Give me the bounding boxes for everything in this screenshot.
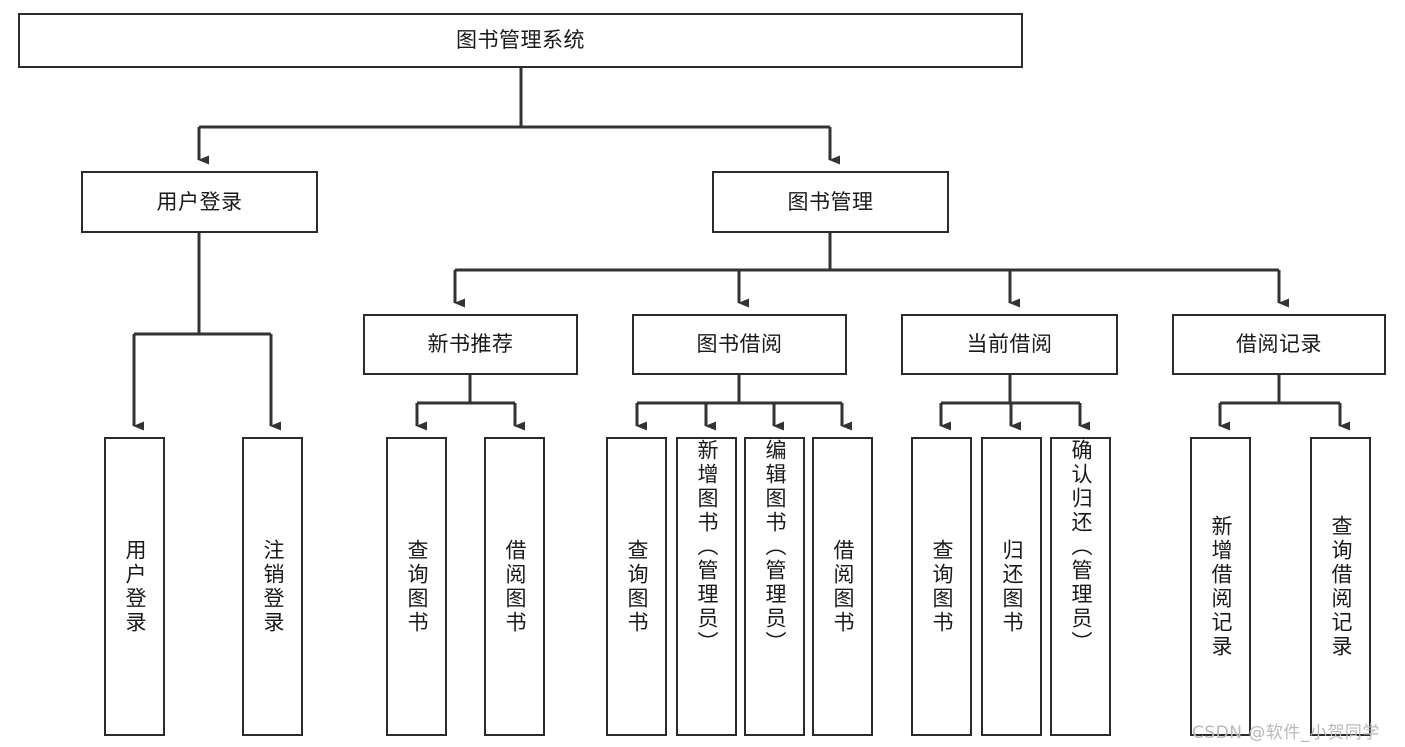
leaf-query-borrow-record-label: 查询借阅记录 [1329,514,1353,659]
node-book-borrow-label: 图书借阅 [696,332,783,357]
leaf-add-borrow-record-label: 新增借阅记录 [1209,514,1233,659]
leaf-return-books[interactable]: 归还图书 [981,437,1042,736]
leaf-query-books-recommend[interactable]: 查询图书 [386,437,447,736]
leaf-borrow-books-label: 借阅图书 [831,538,855,635]
leaf-logout-login-label: 注销登录 [261,538,285,635]
node-borrow-records[interactable]: 借阅记录 [1172,314,1386,375]
node-user-login-label: 用户登录 [156,189,243,214]
node-root-label: 图书管理系统 [456,28,585,53]
leaf-query-books-recommend-label: 查询图书 [405,538,429,635]
leaf-add-borrow-record[interactable]: 新增借阅记录 [1190,437,1251,736]
leaf-edit-book-admin[interactable]: 编辑图书（管理员） [744,437,805,736]
leaf-edit-book-admin-label: 编辑图书（管理员） [763,439,787,655]
csdn-watermark: CSDN @软件_小贺同学 [1192,723,1380,743]
leaf-logout-login[interactable]: 注销登录 [242,437,303,736]
leaf-borrow-books-recommend-label: 借阅图书 [503,538,527,635]
leaf-confirm-return-admin[interactable]: 确认归还（管理员） [1050,437,1111,736]
node-new-book-recommend-label: 新书推荐 [427,332,514,357]
leaf-query-books-label: 查询图书 [625,538,649,635]
node-book-borrow[interactable]: 图书借阅 [632,314,847,375]
leaf-confirm-return-admin-label: 确认归还（管理员） [1069,439,1093,655]
leaf-borrow-books-recommend[interactable]: 借阅图书 [484,437,545,736]
node-book-management[interactable]: 图书管理 [712,171,949,233]
node-current-borrow[interactable]: 当前借阅 [901,314,1118,375]
leaf-add-book-admin-label: 新增图书（管理员） [695,439,719,655]
leaf-query-books-current-label: 查询图书 [930,538,954,635]
leaf-query-books-current[interactable]: 查询图书 [911,437,972,736]
leaf-return-books-label: 归还图书 [1000,538,1024,635]
leaf-user-login-label: 用户登录 [123,538,147,635]
leaf-query-books[interactable]: 查询图书 [606,437,667,736]
node-current-borrow-label: 当前借阅 [966,332,1053,357]
leaf-user-login[interactable]: 用户登录 [104,437,165,736]
leaf-query-borrow-record[interactable]: 查询借阅记录 [1310,437,1371,736]
node-borrow-records-label: 借阅记录 [1236,332,1322,357]
node-root[interactable]: 图书管理系统 [18,13,1023,68]
node-user-login[interactable]: 用户登录 [81,171,318,233]
node-new-book-recommend[interactable]: 新书推荐 [363,314,578,375]
node-book-management-label: 图书管理 [787,189,874,214]
leaf-borrow-books[interactable]: 借阅图书 [812,437,873,736]
leaf-add-book-admin[interactable]: 新增图书（管理员） [676,437,737,736]
